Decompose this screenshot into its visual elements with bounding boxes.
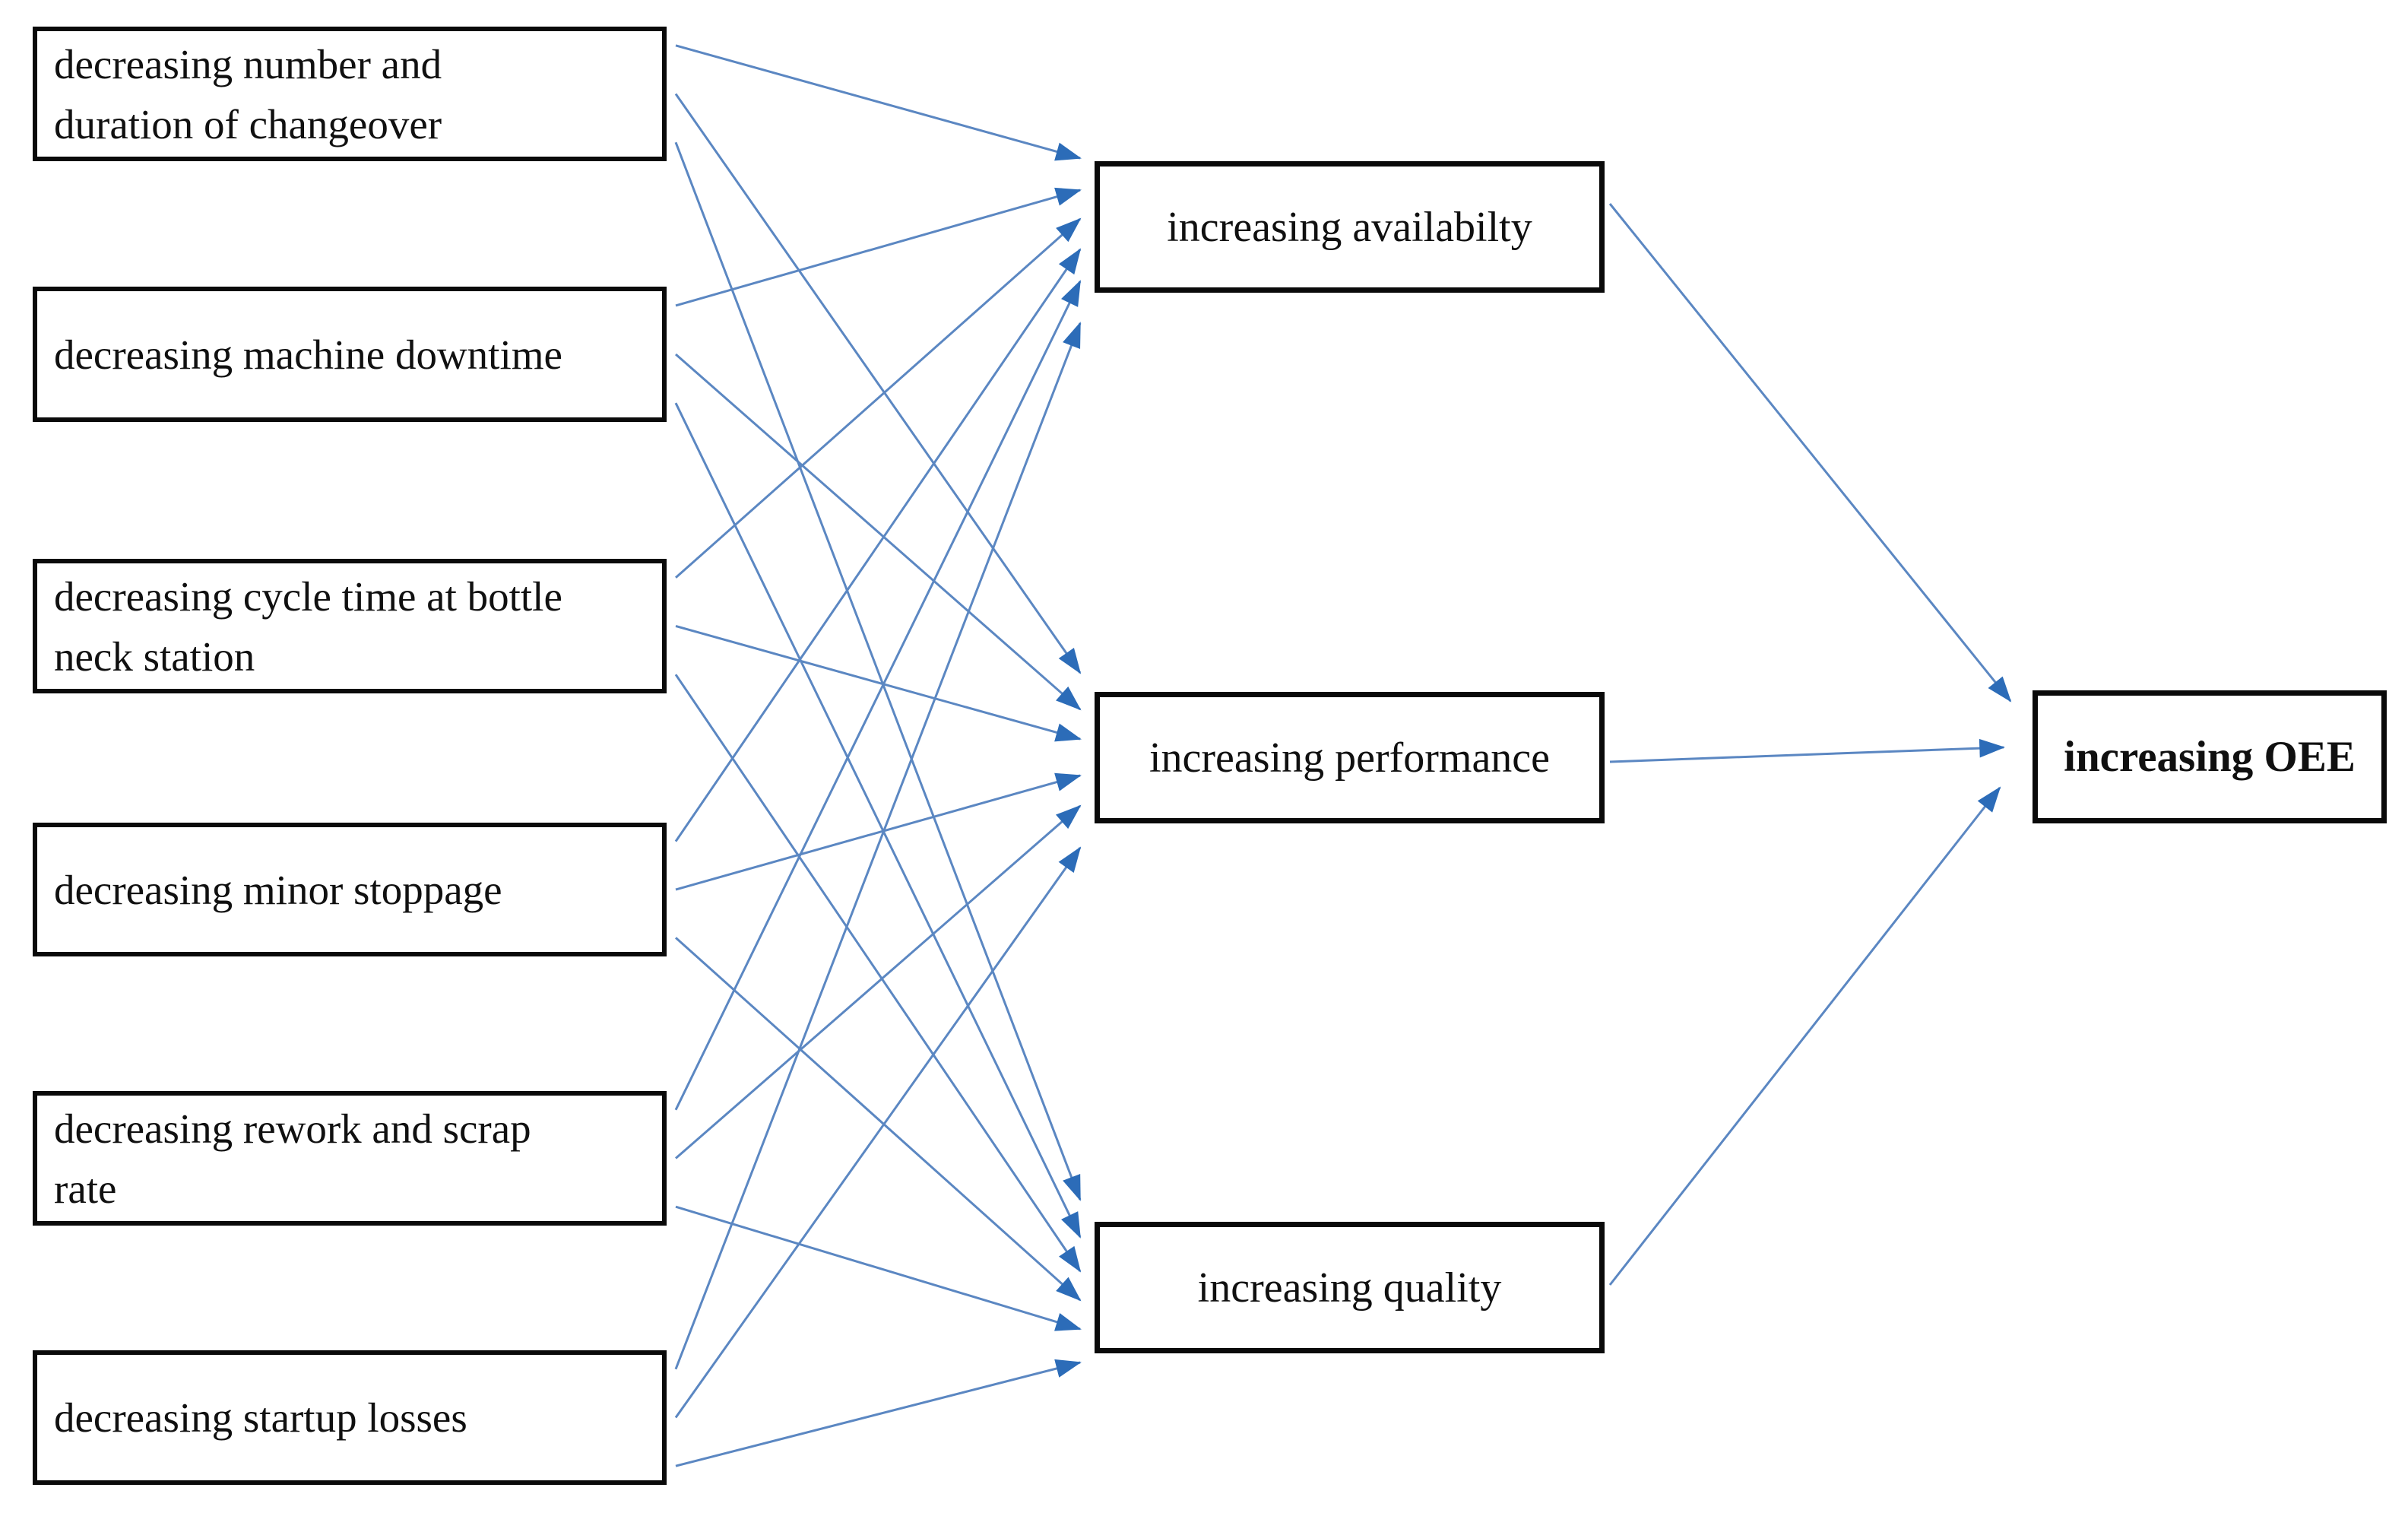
arrow-performance-to-oee	[1609, 738, 2006, 763]
source-box-startup-losses: decreasing startup losses	[33, 1350, 667, 1485]
mediator-label: increasing availabilty	[1167, 203, 1532, 251]
source-label-line: duration of changeover	[54, 100, 442, 147]
source-box-changeover: decreasing number and duration of change…	[33, 27, 667, 161]
source-label-line: rate	[54, 1165, 117, 1212]
outcome-box-oee: increasing OEE	[2033, 690, 2387, 823]
arrow-startup-losses-to-availability	[674, 322, 1082, 1370]
mediator-box-performance: increasing performance	[1095, 692, 1605, 823]
arrow-minor-stoppage-to-availability	[674, 248, 1082, 842]
source-box-minor-stoppage: decreasing minor stoppage	[33, 823, 667, 956]
source-label-line: decreasing number and	[54, 40, 442, 87]
source-label-line: decreasing rework and scrap	[54, 1105, 531, 1152]
arrow-changeover-to-performance	[674, 93, 1082, 674]
arrow-rework-scrap-to-availability	[674, 280, 1082, 1111]
source-box-rework-scrap: decreasing rework and scrap rate	[33, 1091, 667, 1226]
arrow-cycle-time-to-quality	[674, 674, 1082, 1273]
arrow-rework-scrap-to-performance	[675, 804, 1082, 1159]
arrow-minor-stoppage-to-performance	[675, 772, 1082, 891]
arrow-changeover-to-availability	[675, 44, 1082, 161]
source-label-line: decreasing minor stoppage	[54, 866, 502, 913]
arrow-startup-losses-to-performance	[674, 846, 1082, 1419]
arrow-machine-downtime-to-performance	[675, 353, 1082, 711]
arrow-rework-scrap-to-quality	[675, 1205, 1082, 1331]
source-box-machine-downtime: decreasing machine downtime	[33, 287, 667, 422]
arrow-quality-to-oee	[1608, 786, 2001, 1286]
source-label-line: decreasing startup losses	[54, 1394, 467, 1441]
source-box-cycle-time: decreasing cycle time at bottle neck sta…	[33, 559, 667, 693]
mediator-box-quality: increasing quality	[1095, 1222, 1605, 1353]
mediator-label: increasing quality	[1197, 1264, 1502, 1312]
outcome-label: increasing OEE	[2064, 733, 2356, 781]
source-label-line: neck station	[54, 633, 255, 680]
arrow-startup-losses-to-quality	[675, 1359, 1082, 1467]
source-label-line: decreasing cycle time at bottle	[54, 573, 562, 620]
mediator-label: increasing performance	[1149, 734, 1551, 782]
arrow-machine-downtime-to-availability	[675, 187, 1082, 307]
arrow-cycle-time-to-performance	[675, 625, 1082, 742]
arrow-availability-to-oee	[1608, 203, 2012, 703]
mediator-box-availability: increasing availabilty	[1095, 161, 1605, 293]
source-label-line: decreasing machine downtime	[54, 331, 562, 378]
arrow-cycle-time-to-availability	[675, 217, 1082, 579]
arrow-machine-downtime-to-quality	[674, 402, 1082, 1239]
arrow-minor-stoppage-to-quality	[674, 937, 1082, 1302]
arrow-changeover-to-quality	[674, 141, 1082, 1201]
